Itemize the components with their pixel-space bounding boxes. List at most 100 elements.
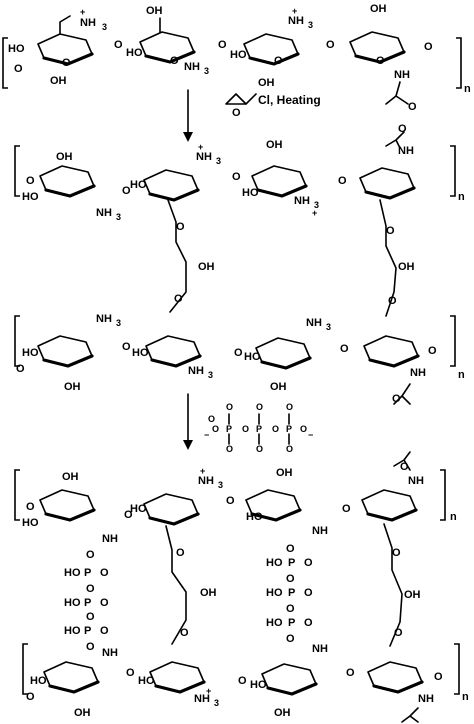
svg-text:+: +	[198, 142, 203, 152]
svg-text:O: O	[326, 39, 335, 51]
svg-text:3: 3	[216, 156, 221, 166]
svg-text:O: O	[176, 547, 185, 559]
svg-text:NH: NH	[418, 693, 434, 705]
svg-text:−: −	[204, 430, 209, 440]
svg-text:O: O	[304, 617, 313, 629]
svg-text:O: O	[238, 675, 247, 687]
svg-text:NH: NH	[188, 365, 204, 377]
reaction-arrow-2: O P P P − − O O O O O O O O O O	[183, 393, 313, 454]
svg-text:O: O	[180, 627, 189, 639]
svg-text:OH: OH	[370, 3, 387, 15]
svg-text:HO: HO	[230, 49, 247, 61]
svg-text:O: O	[124, 509, 133, 521]
svg-text:O: O	[218, 39, 227, 51]
svg-text:n: n	[462, 691, 469, 703]
svg-text:NH: NH	[96, 207, 112, 219]
svg-text:NH: NH	[184, 61, 200, 73]
svg-text:HO: HO	[266, 587, 283, 599]
svg-text:NH: NH	[312, 643, 328, 655]
svg-text:O: O	[86, 583, 95, 595]
svg-text:O: O	[242, 424, 249, 434]
svg-text:O: O	[170, 55, 179, 67]
svg-text:OH: OH	[276, 467, 293, 479]
svg-text:3: 3	[208, 370, 213, 380]
svg-text:NH: NH	[294, 195, 310, 207]
svg-text:HO: HO	[244, 351, 261, 363]
svg-text:NH: NH	[394, 69, 410, 81]
svg-text:NH: NH	[312, 525, 328, 537]
svg-text:O: O	[26, 175, 35, 187]
svg-text:OH: OH	[74, 707, 91, 719]
tpp-bridge-left: O HO P O O HO P O O HO P O O	[64, 549, 109, 653]
svg-text:HO: HO	[130, 503, 147, 515]
svg-text:HO: HO	[130, 179, 147, 191]
svg-text:HO: HO	[64, 625, 81, 637]
svg-text:HO: HO	[246, 511, 263, 523]
svg-text:HO: HO	[22, 191, 39, 203]
svg-text:O: O	[434, 671, 443, 683]
svg-text:O: O	[286, 444, 293, 454]
svg-text:3: 3	[218, 480, 223, 490]
step1-conditions: Cl, Heating	[258, 93, 321, 107]
svg-text:OH: OH	[404, 589, 421, 601]
svg-text:NH: NH	[196, 151, 212, 163]
svg-text:3: 3	[102, 22, 107, 32]
svg-text:O: O	[232, 107, 241, 119]
tpp-bridge-right: O HO P O O HO P O O HO P O O	[266, 543, 313, 645]
svg-text:HO: HO	[22, 347, 39, 359]
svg-text:P: P	[84, 597, 91, 609]
svg-text:O: O	[274, 55, 283, 67]
svg-text:O: O	[346, 667, 355, 679]
svg-text:P: P	[84, 567, 91, 579]
svg-text:P: P	[288, 587, 295, 599]
svg-text:OH: OH	[146, 5, 163, 17]
svg-text:O: O	[400, 461, 409, 473]
svg-text:P: P	[84, 625, 91, 637]
svg-text:NH: NH	[80, 17, 96, 29]
svg-text:OH: OH	[198, 261, 215, 273]
reaction-arrow-1: O Cl, Heating	[183, 89, 321, 142]
svg-text:3: 3	[204, 66, 209, 76]
svg-text:O: O	[394, 627, 403, 639]
svg-text:O: O	[122, 185, 131, 197]
svg-text:3: 3	[326, 322, 331, 332]
svg-text:OH: OH	[266, 139, 283, 151]
svg-text:+: +	[312, 208, 317, 218]
svg-text:OH: OH	[200, 587, 217, 599]
svg-text:P: P	[288, 617, 295, 629]
svg-text:O: O	[122, 341, 131, 353]
svg-text:O: O	[376, 55, 385, 67]
svg-text:O: O	[286, 402, 293, 412]
svg-text:NH: NH	[102, 647, 118, 659]
svg-text:NH: NH	[398, 145, 414, 157]
svg-text:3: 3	[214, 698, 219, 708]
svg-text:O: O	[62, 57, 71, 69]
svg-text:n: n	[450, 511, 457, 523]
svg-text:O: O	[342, 503, 351, 515]
crosslinked-chitosan: n OH O HO NH 3 O NH 3 + HO O OH HO NH 3 …	[14, 123, 465, 405]
svg-text:O: O	[256, 402, 263, 412]
svg-text:O: O	[86, 611, 95, 623]
svg-text:O: O	[388, 295, 397, 307]
svg-text:O: O	[208, 414, 215, 424]
svg-text:O: O	[232, 171, 241, 183]
svg-text:OH: OH	[258, 77, 275, 89]
svg-text:OH: OH	[274, 707, 291, 719]
svg-text:O: O	[100, 625, 109, 637]
svg-text:O: O	[234, 347, 243, 359]
svg-text:n: n	[458, 191, 465, 203]
svg-text:3: 3	[314, 200, 319, 210]
svg-text:3: 3	[116, 318, 121, 328]
svg-text:O: O	[256, 444, 263, 454]
svg-text:HO: HO	[266, 557, 283, 569]
svg-text:HO: HO	[8, 43, 25, 55]
svg-text:OH: OH	[64, 381, 81, 393]
svg-text:OH: OH	[62, 471, 79, 483]
svg-text:+: +	[80, 7, 85, 17]
svg-text:HO: HO	[126, 47, 143, 59]
svg-text:NH: NH	[408, 475, 424, 487]
svg-text:O: O	[272, 424, 279, 434]
svg-text:O: O	[176, 221, 185, 233]
svg-text:O: O	[226, 495, 235, 507]
